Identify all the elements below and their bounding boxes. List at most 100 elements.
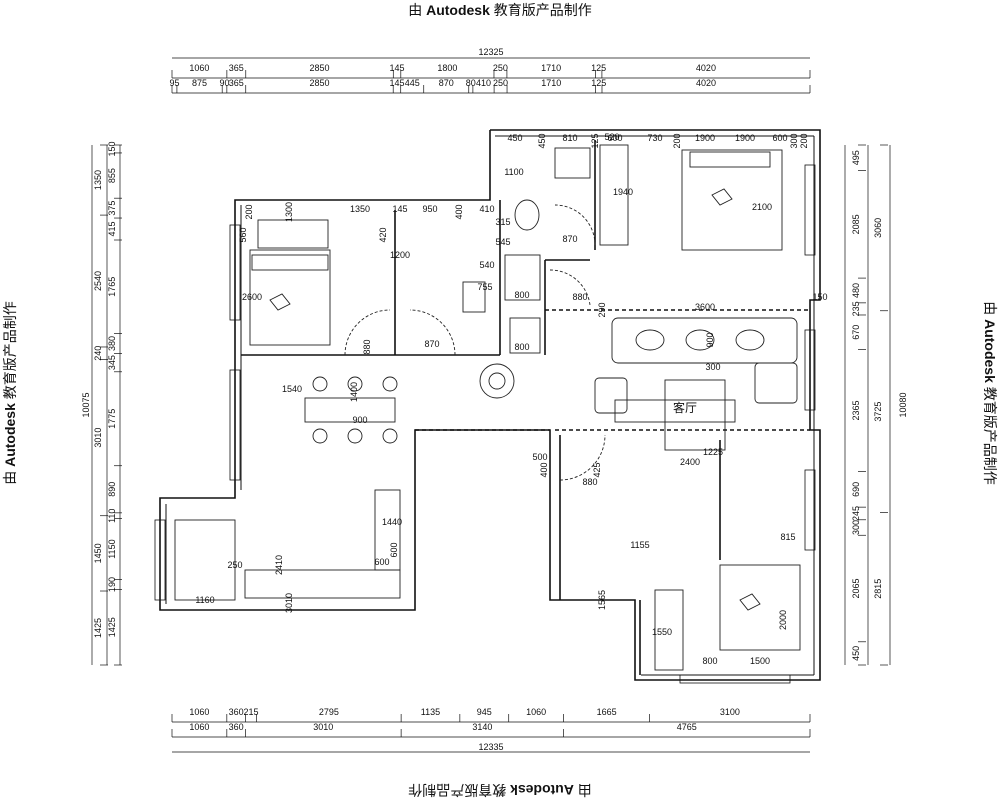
dimension-right-detail: 2815	[873, 579, 883, 599]
room-dimension: 1300	[284, 202, 294, 222]
dimension-top: 4020	[696, 63, 716, 73]
dimension-bottom: 1060	[189, 707, 209, 717]
dimension-left-detail: 1450	[93, 543, 103, 563]
room-dimension: 880	[582, 477, 597, 487]
room-dimension: 2100	[752, 202, 772, 212]
dimension-right: 245	[851, 506, 861, 521]
room-dimension: 300	[705, 362, 720, 372]
room-dimension: 450	[537, 133, 547, 148]
dimension-right: 2065	[851, 579, 861, 599]
room-dimension: 560	[238, 227, 248, 242]
furniture	[174, 144, 801, 671]
dimension-right: 480	[851, 283, 861, 298]
room-dimension: 800	[702, 656, 717, 666]
dimension-left: 375	[107, 201, 117, 216]
dimension-left: 190	[107, 577, 117, 592]
dimension-bottom-detail: 3140	[472, 722, 492, 732]
dimension-top-detail: 875	[192, 78, 207, 88]
dimension-right: 2085	[851, 214, 861, 234]
room-dimension: 2410	[274, 555, 284, 575]
room-dimension: 1900	[735, 133, 755, 143]
dimension-right: 2365	[851, 401, 861, 421]
dimension-bottom: 3100	[720, 707, 740, 717]
room-label-living: 客厅	[673, 400, 697, 415]
dimension-left: 150	[107, 141, 117, 156]
room-dimension: 300	[789, 133, 799, 148]
room-dimension: 950	[422, 204, 437, 214]
dimension-lines-top	[172, 57, 810, 94]
dimension-left: 380	[107, 336, 117, 351]
room-dimension: 1225	[703, 447, 723, 457]
room-dimension: 870	[424, 339, 439, 349]
room-dimension: 880	[362, 339, 372, 354]
room-dimension: 810	[562, 133, 577, 143]
dimension-top-detail: 410	[476, 78, 491, 88]
dimension-left: 890	[107, 482, 117, 497]
dimension-right-detail: 3060	[873, 218, 883, 238]
dimension-top-detail: 365	[229, 78, 244, 88]
room-dimension: 1540	[282, 384, 302, 394]
dimension-bottom: 1135	[421, 707, 440, 717]
dimension-left: 1425	[107, 617, 117, 637]
dimension-bottom-detail: 1060	[189, 722, 209, 732]
dimension-top: 145	[390, 63, 405, 73]
walls	[154, 129, 821, 684]
dimension-lines-bottom	[172, 721, 810, 753]
room-dimension: 1900	[695, 133, 715, 143]
dimension-top: 365	[229, 63, 244, 73]
room-dimension: 200	[672, 133, 682, 148]
room-dimension: 450	[507, 133, 522, 143]
room-dimension: 400	[539, 462, 549, 477]
dimension-right: 690	[851, 482, 861, 497]
dimension-right: 495	[851, 150, 861, 165]
room-dimension: 1500	[750, 656, 770, 666]
room-dimension: 870	[562, 234, 577, 244]
room-dimension: 880	[572, 292, 587, 302]
room-dimension: 600	[389, 542, 399, 557]
room-dimension: 200	[799, 133, 809, 148]
dimension-total-left: 10075	[81, 392, 91, 417]
dimension-top: 125	[591, 63, 606, 73]
dimension-total-right: 10080	[898, 392, 908, 417]
room-dimension: 540	[479, 260, 494, 270]
dimension-top-detail: 2850	[309, 78, 329, 88]
dimension-top: 2850	[310, 63, 330, 73]
room-dimension: 1155	[630, 540, 649, 550]
room-dimension: 200	[244, 204, 254, 219]
dimension-left-detail: 1350	[93, 170, 103, 190]
dimension-bottom: 215	[243, 707, 258, 717]
room-dimension: 250	[227, 560, 242, 570]
dimension-top-detail: 445	[405, 78, 420, 88]
dimension-lines-right	[844, 145, 891, 665]
dimension-top-detail: 1710	[541, 78, 561, 88]
dimension-right: 450	[851, 646, 861, 661]
room-dimension: 1100	[504, 167, 523, 177]
dimension-top-detail: 250	[493, 78, 508, 88]
dimension-top: 1060	[189, 63, 209, 73]
room-dimension: 2000	[778, 610, 788, 630]
room-dimension: 600	[772, 133, 787, 143]
dimension-left: 1765	[107, 277, 117, 297]
dimension-left: 110	[107, 509, 117, 523]
room-dimension: 410	[479, 204, 494, 214]
dimension-left: 415	[107, 222, 117, 237]
room-dimension: 150	[812, 292, 827, 302]
room-dimension: 1565	[597, 590, 607, 610]
dimension-left-detail: 240	[93, 346, 103, 361]
room-dimension: 315	[495, 217, 510, 227]
dimension-right: 300	[851, 520, 861, 535]
dimension-right-detail: 3725	[873, 402, 883, 422]
room-dimension: 800	[514, 342, 529, 352]
dimension-top-detail: 4020	[696, 78, 716, 88]
room-dimension: 400	[454, 204, 464, 219]
dimension-total-top: 12325	[478, 47, 503, 57]
room-dimension: 900	[352, 415, 367, 425]
dimension-total-bottom: 12335	[478, 742, 503, 752]
room-dimension: 1400	[349, 382, 359, 402]
dimension-left: 1775	[107, 409, 117, 429]
room-dimension: 1200	[390, 250, 410, 260]
dimension-bottom: 945	[477, 707, 492, 717]
dimension-top-detail: 95	[169, 78, 179, 88]
dimension-top: 1800	[437, 63, 457, 73]
